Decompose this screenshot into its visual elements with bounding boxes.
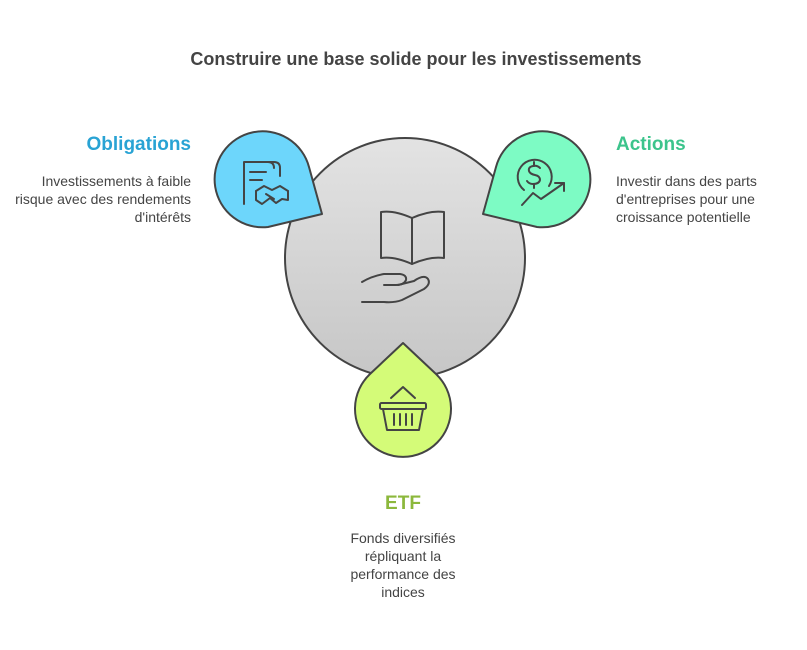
actions-description: Investir dans des parts d'entreprises po…: [616, 173, 757, 225]
center-circle: [284, 137, 526, 379]
obligations-description: Investissements à faible risque avec des…: [15, 173, 191, 225]
etf-drop: [354, 342, 452, 458]
actions-title: Actions: [616, 134, 686, 155]
contract-handshake-icon: [243, 161, 289, 205]
dollar-growth-icon: [516, 158, 565, 206]
obligations-drop: [213, 130, 323, 229]
actions-drop: [482, 130, 592, 229]
obligations-title: Obligations: [86, 134, 192, 155]
etf-title: ETF: [385, 493, 421, 514]
basket-icon: [379, 386, 427, 431]
open-book-hand-icon: [361, 210, 445, 304]
diagram-title: Construire une base solide pour les inve…: [190, 49, 642, 69]
etf-description: Fonds diversifiés répliquant la performa…: [350, 530, 456, 600]
